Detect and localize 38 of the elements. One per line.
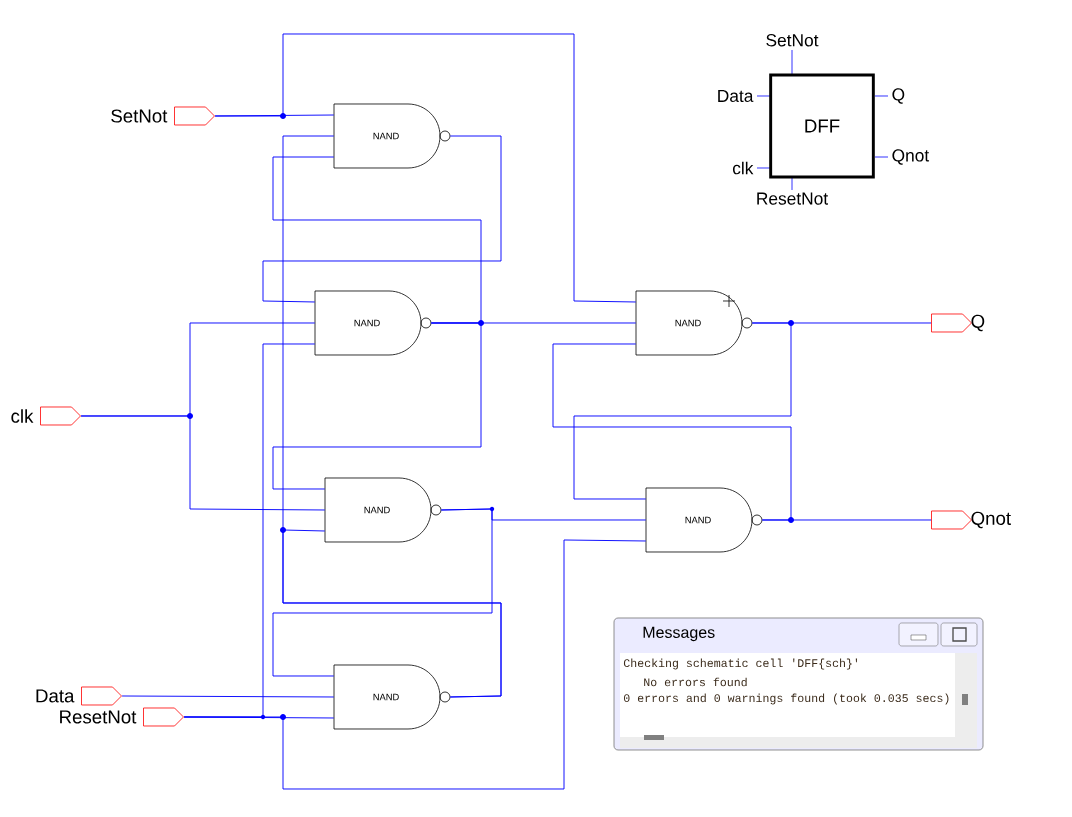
nand-gate: NAND xyxy=(333,103,451,169)
pin-label: Data xyxy=(718,89,754,103)
input-pin: Data xyxy=(36,686,122,706)
node-label: Data xyxy=(36,689,75,703)
wire xyxy=(552,343,792,521)
pin-label: Q xyxy=(892,88,905,104)
nand-gate: NAND xyxy=(645,487,763,553)
wire xyxy=(573,322,792,500)
window-title: Messages xyxy=(643,626,715,642)
wire xyxy=(80,415,326,511)
nand-gate: NAND xyxy=(324,477,442,543)
pin-label: SetNot xyxy=(766,34,819,47)
message-line: Checking schematic cell 'DFF{sch}' xyxy=(623,658,858,670)
node-label: clk xyxy=(11,409,34,423)
nand-gate: NAND xyxy=(314,290,432,356)
input-pin: SetNot xyxy=(111,106,215,126)
input-pin: clk xyxy=(11,406,81,426)
node-label: Qnot xyxy=(971,511,1011,529)
wire xyxy=(272,508,493,677)
pin-label: clk xyxy=(732,161,754,175)
wire xyxy=(183,539,647,790)
wire xyxy=(121,695,335,698)
message-line: No errors found xyxy=(644,677,747,687)
nand-gate: NAND xyxy=(635,290,753,356)
wire xyxy=(282,529,502,698)
node-label: ResetNot xyxy=(60,710,137,724)
output-pin: Qnot xyxy=(931,510,1011,530)
message-line: 0 errors and 0 warnings found (took 0.035 secs) xyxy=(624,693,949,705)
input-pin: ResetNot xyxy=(60,707,184,727)
wire xyxy=(262,135,502,303)
wire xyxy=(430,322,637,324)
output-pin: Q xyxy=(931,313,985,333)
wire xyxy=(214,33,637,303)
node-label: SetNot xyxy=(111,109,168,123)
nand-gate: NAND xyxy=(333,664,451,730)
node-label: Q xyxy=(971,314,985,332)
pin-label: ResetNot xyxy=(757,192,828,205)
pin-label: Qnot xyxy=(892,149,930,165)
